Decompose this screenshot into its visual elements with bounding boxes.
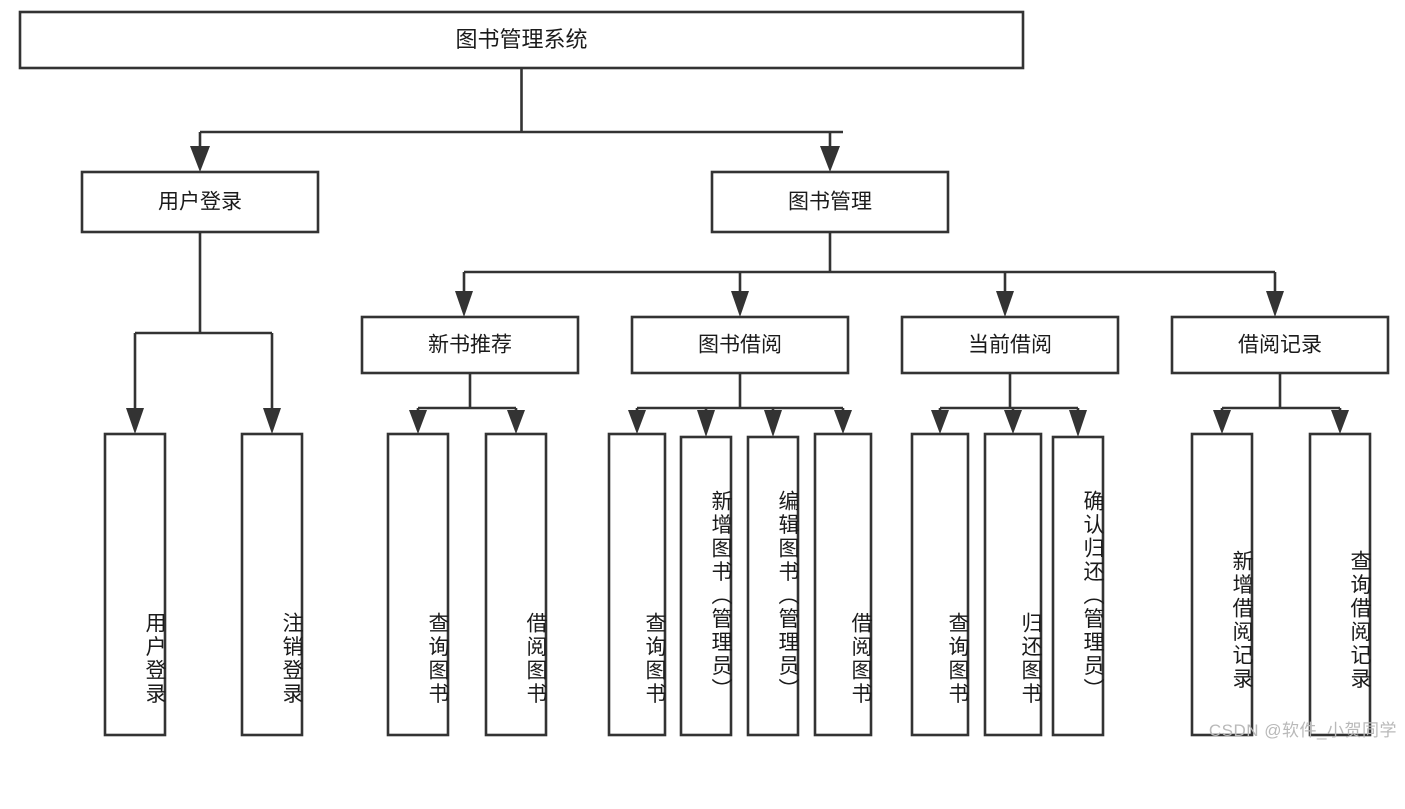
node-current-borrow[interactable]: 当前借阅: [900, 315, 1120, 375]
arrowhead-leaf-borrow-book-1: [507, 410, 525, 434]
node-leaf-borrow-book-1-box[interactable]: [484, 432, 548, 737]
arrowhead-book-borrow: [731, 291, 749, 317]
node-leaf-add-borrow-record-box[interactable]: [1190, 432, 1254, 737]
node-root[interactable]: 图书管理系统: [18, 10, 1025, 70]
arrowhead-leaf-logout-login: [263, 408, 281, 434]
node-leaf-add-book-admin-box[interactable]: [679, 435, 733, 737]
arrowhead-leaf-confirm-return-admin: [1069, 410, 1087, 437]
node-user-login-label: 用户登录: [158, 191, 242, 214]
node-leaf-query-book-3-box[interactable]: [910, 432, 970, 737]
node-user-login[interactable]: 用户登录: [80, 170, 320, 234]
connector-group-current-borrow: [931, 373, 1087, 437]
node-borrow-record-label: 借阅记录: [1238, 334, 1322, 357]
node-borrow-record[interactable]: 借阅记录: [1170, 315, 1390, 375]
connector-group-book-borrow: [628, 373, 852, 437]
node-leaf-borrow-book-2-box[interactable]: [813, 432, 873, 737]
node-book-borrow[interactable]: 图书借阅: [630, 315, 850, 375]
arrowhead-leaf-query-book-3: [931, 410, 949, 434]
arrowhead-leaf-return-book: [1004, 410, 1022, 434]
arrowhead-new-book-recommend: [455, 291, 473, 317]
node-book-borrow-label: 图书借阅: [698, 334, 782, 357]
node-book-management[interactable]: 图书管理: [710, 170, 950, 234]
node-leaf-user-login-box[interactable]: [103, 432, 167, 737]
leaf-boxes: [103, 432, 1372, 737]
connector-group-borrow-record: [1213, 373, 1349, 434]
arrowhead-leaf-add-borrow-record: [1213, 410, 1231, 434]
node-leaf-edit-book-admin-box[interactable]: [746, 435, 800, 737]
node-new-book-recommend-box[interactable]: [360, 315, 580, 375]
arrowhead-leaf-borrow-book-2: [834, 410, 852, 434]
arrowhead-leaf-add-book-admin: [697, 410, 715, 437]
node-current-borrow-box[interactable]: [900, 315, 1120, 375]
arrowhead-leaf-query-book-2: [628, 410, 646, 434]
connector-group-book-management: [455, 232, 1284, 317]
arrowhead-user-login: [190, 146, 210, 172]
node-user-login-box[interactable]: [80, 170, 320, 234]
node-borrow-record-box[interactable]: [1170, 315, 1390, 375]
node-leaf-query-book-1-box[interactable]: [386, 432, 450, 737]
flowchart-canvas: 图书管理系统 用户登录 图书管理 新书推荐 图书借阅 当前借阅 借阅记录: [18, 10, 1397, 740]
arrowhead-book-management: [820, 146, 840, 172]
arrowhead-leaf-query-borrow-record: [1331, 410, 1349, 434]
csdn-watermark: CSDN @软件_小贺同学: [1208, 721, 1397, 740]
connector-group-new-book-recommend: [409, 373, 525, 434]
flowchart-svg: 图书管理系统 用户登录 图书管理 新书推荐 图书借阅 当前借阅 借阅记录: [18, 10, 1390, 737]
node-book-management-label: 图书管理: [788, 191, 872, 214]
node-leaf-query-borrow-record-box[interactable]: [1308, 432, 1372, 737]
connector-group-user-login: [126, 232, 281, 434]
node-book-management-box[interactable]: [710, 170, 950, 234]
node-leaf-logout-login-box[interactable]: [240, 432, 304, 737]
node-book-borrow-box[interactable]: [630, 315, 850, 375]
node-leaf-confirm-return-admin-box[interactable]: [1051, 435, 1105, 737]
node-new-book-recommend-label: 新书推荐: [428, 334, 512, 357]
arrowhead-current-borrow: [996, 291, 1014, 317]
connector-group-root: [190, 68, 843, 172]
arrowhead-leaf-edit-book-admin: [764, 410, 782, 437]
arrowhead-leaf-user-login: [126, 408, 144, 434]
arrowhead-leaf-query-book-1: [409, 410, 427, 434]
node-leaf-return-book-box[interactable]: [983, 432, 1043, 737]
node-new-book-recommend[interactable]: 新书推荐: [360, 315, 580, 375]
node-current-borrow-label: 当前借阅: [968, 334, 1052, 357]
node-leaf-query-book-2-box[interactable]: [607, 432, 667, 737]
arrowhead-borrow-record: [1266, 291, 1284, 317]
node-root-box[interactable]: [18, 10, 1025, 70]
node-root-label: 图书管理系统: [455, 27, 587, 52]
